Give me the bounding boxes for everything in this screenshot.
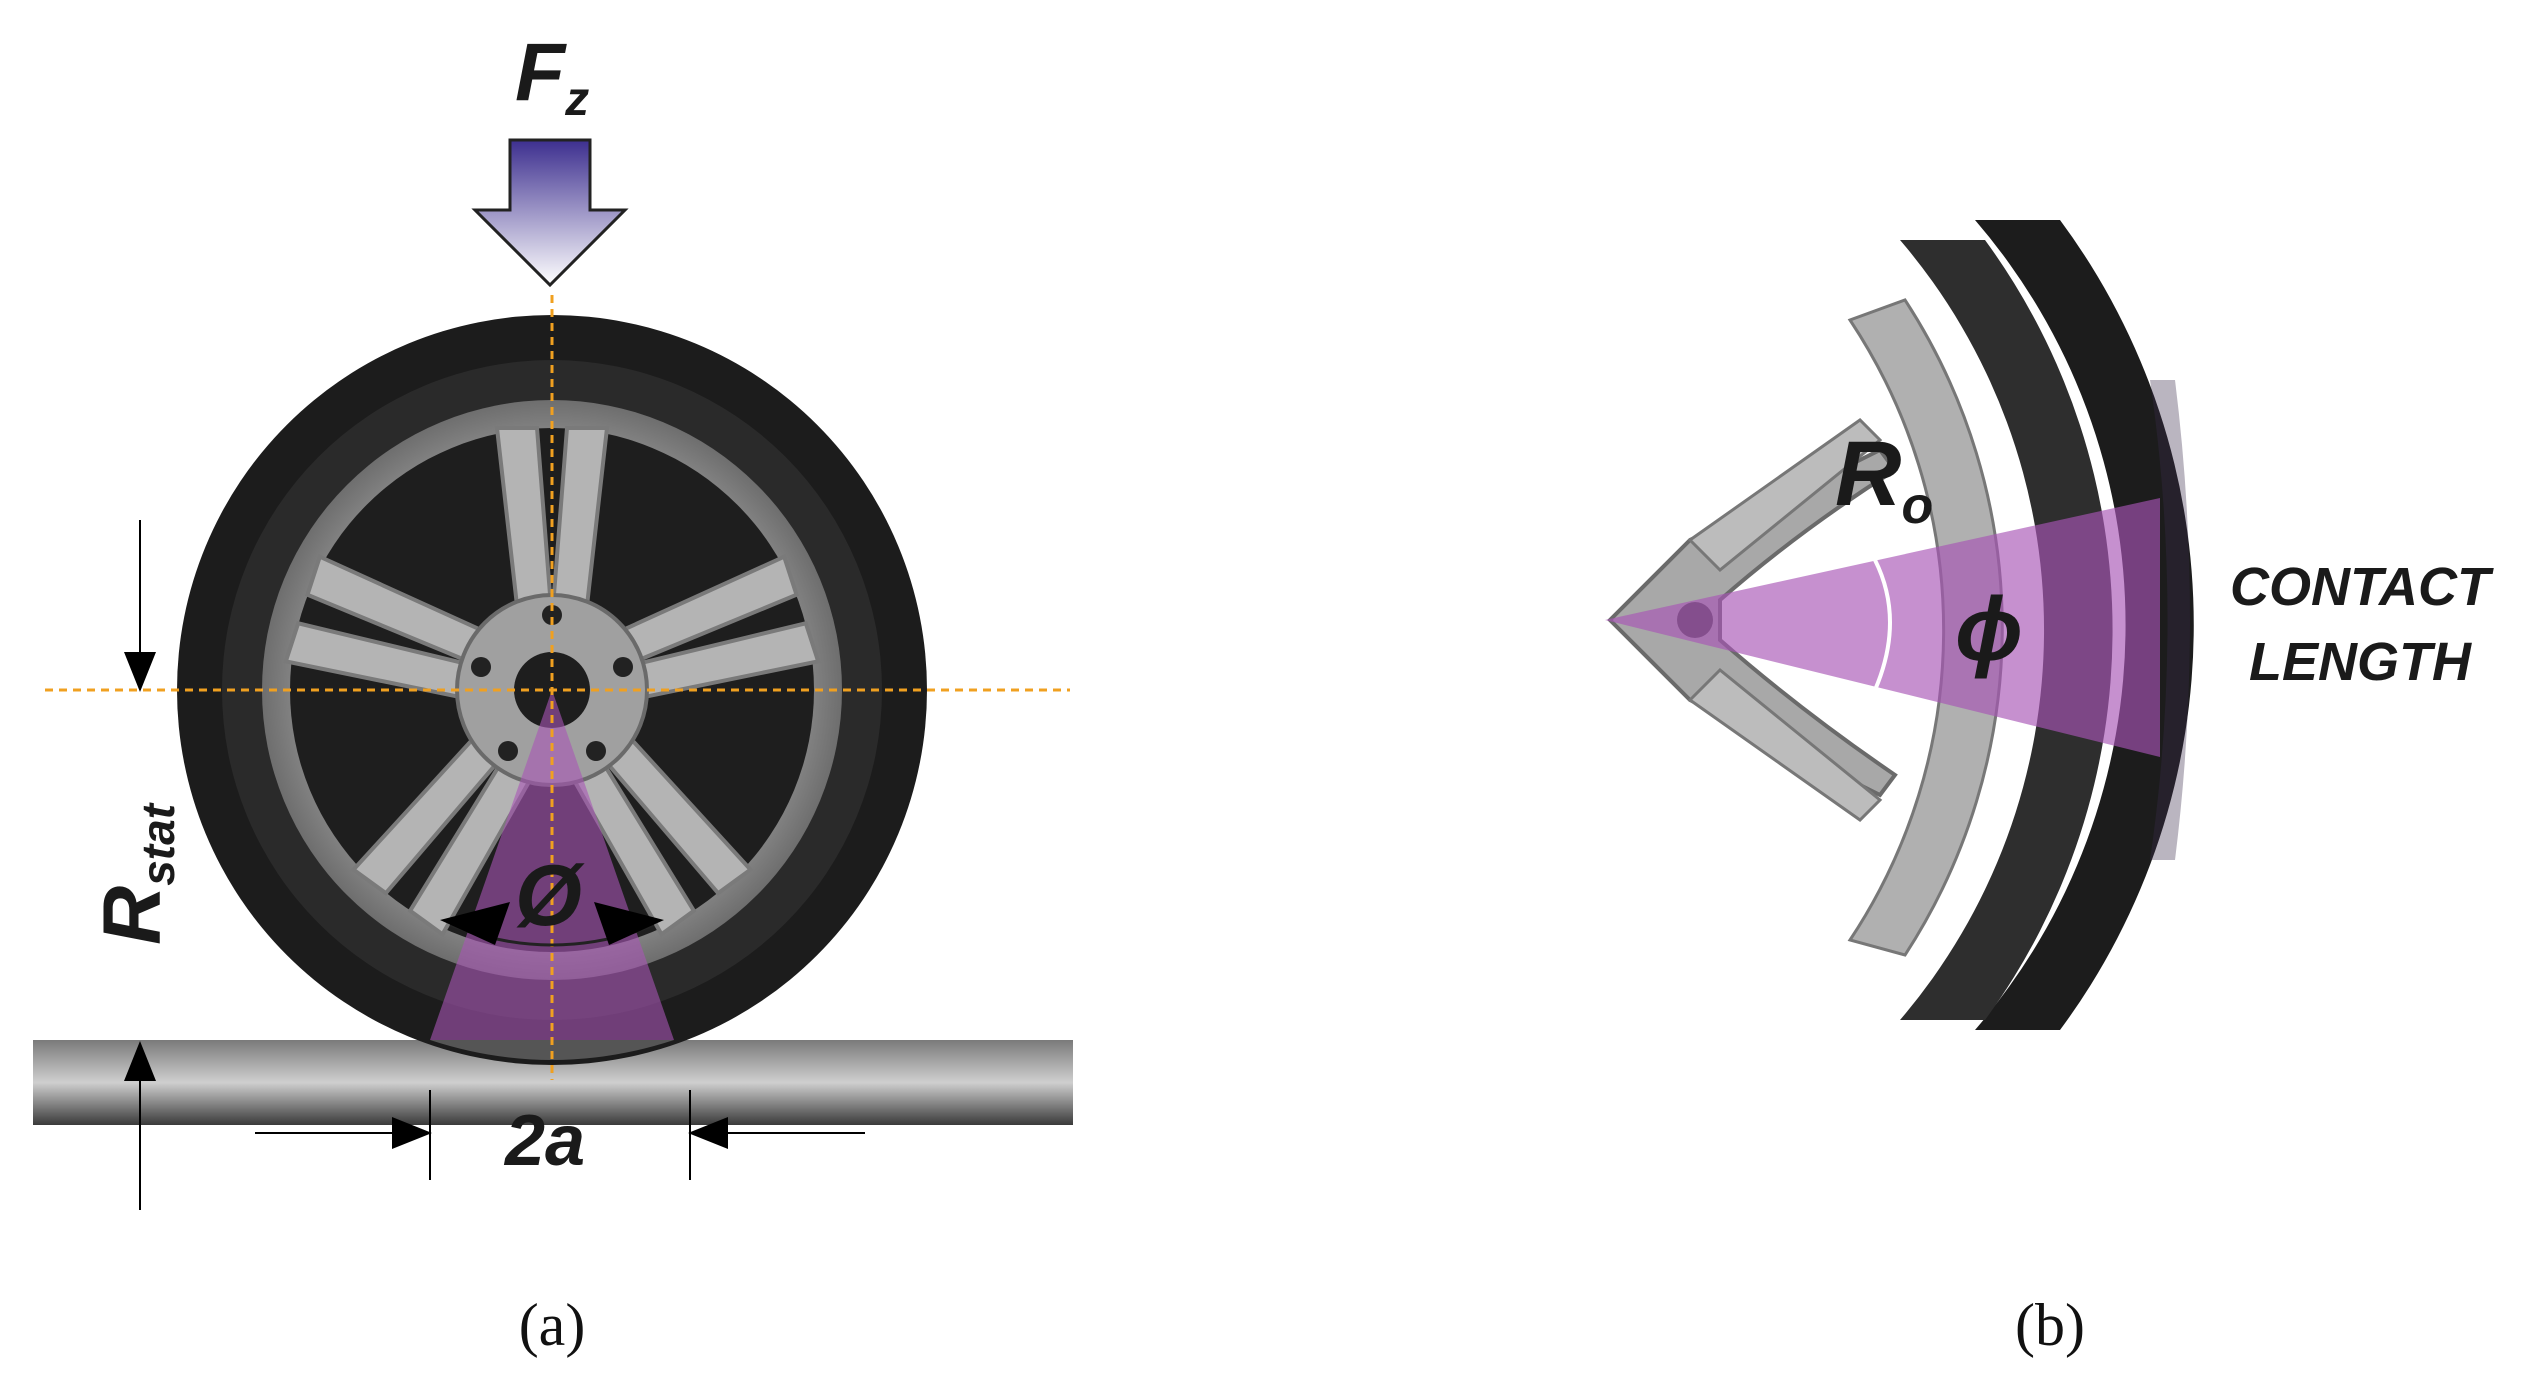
angle-arc xyxy=(1873,559,1892,691)
panel-b: ϕ Ro CONTACT LENGTH (b) xyxy=(1605,220,2494,1358)
contact-length-label-line1: CONTACT xyxy=(2230,557,2494,617)
caption-a: (a) xyxy=(519,1292,586,1358)
panel-a: Fz Ø Rstat 2a (a) xyxy=(33,27,1073,1358)
arrowhead-icon xyxy=(594,902,664,945)
contact-length-label: 2a xyxy=(503,1101,585,1181)
contact-sector xyxy=(1605,498,2160,757)
radius-label: Ro xyxy=(1835,423,1933,535)
radius-subscript: o xyxy=(1901,477,1933,535)
angle-label: Ø xyxy=(515,848,585,944)
angle-label: ϕ xyxy=(1955,580,2023,680)
force-label: Fz xyxy=(515,27,589,126)
tire-deflection xyxy=(430,1040,674,1060)
tire-tread-arc xyxy=(1975,220,2194,1030)
spoke-upper xyxy=(1687,418,1883,573)
lug-nuts xyxy=(471,605,633,761)
spoke-lower xyxy=(1687,667,1883,822)
contact-length-label-line2: LENGTH xyxy=(2249,632,2472,692)
force-subscript: z xyxy=(564,73,589,126)
tire-sidewall-arc xyxy=(1900,240,2113,1020)
radius-subscript: stat xyxy=(132,802,184,885)
down-arrow-icon xyxy=(471,138,629,288)
contact-sector xyxy=(430,690,674,1040)
caption-b: (b) xyxy=(2015,1292,2085,1358)
rim-arc xyxy=(1847,298,2004,957)
arrowhead-icon xyxy=(440,902,510,945)
radius-label: Rstat xyxy=(87,802,184,945)
contact-blur xyxy=(2150,380,2190,860)
